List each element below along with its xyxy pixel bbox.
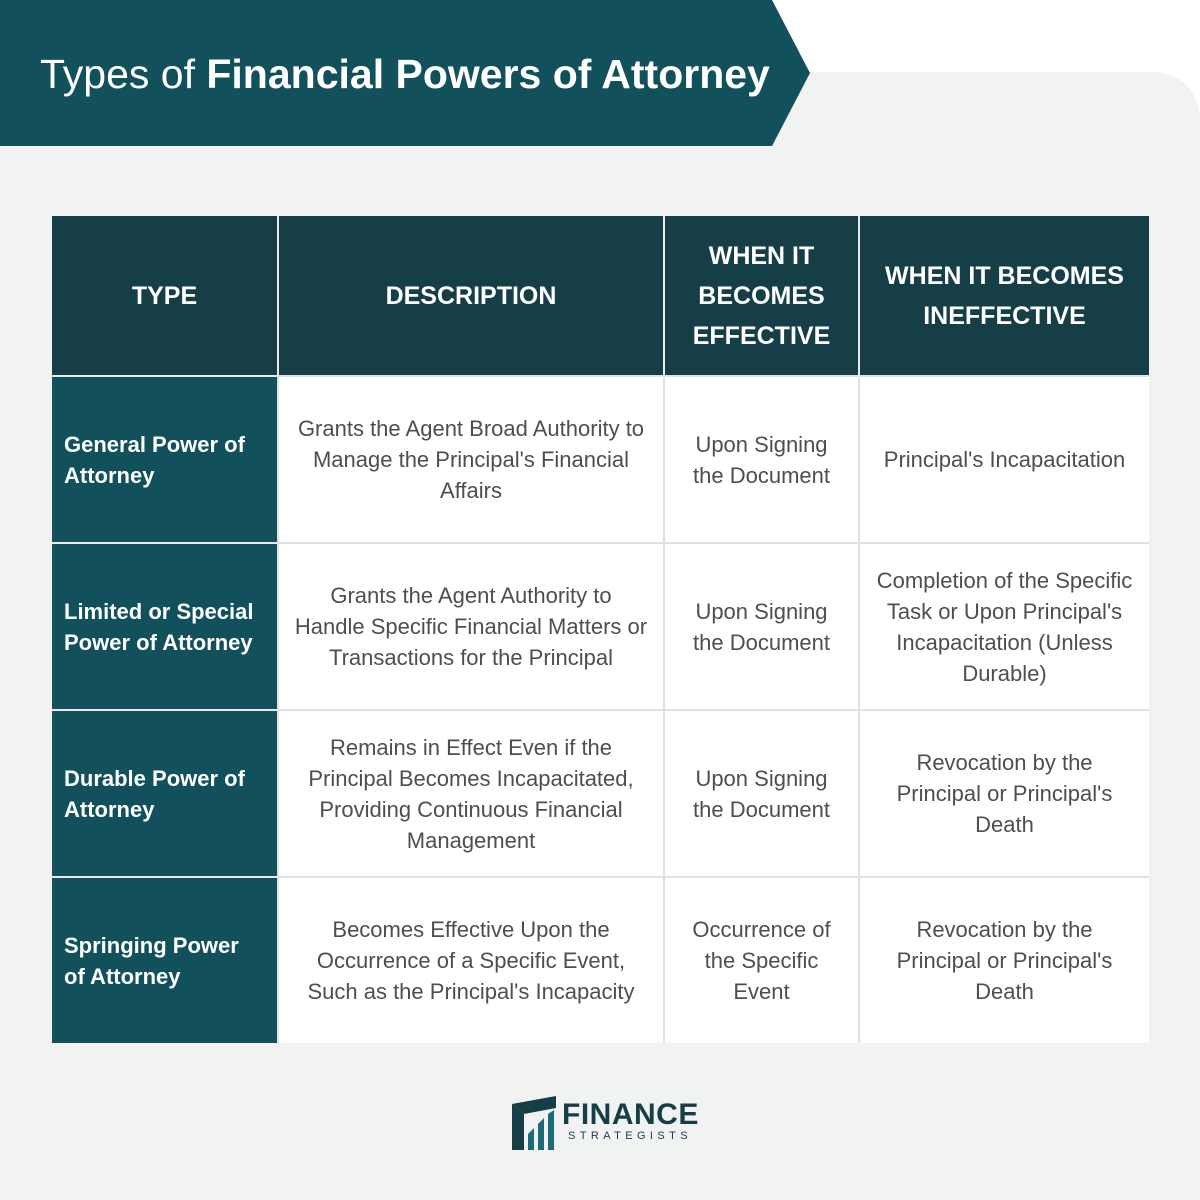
- finance-strategists-logo: FINANCE STRATEGISTS: [510, 1094, 698, 1156]
- type-cell: Limited or Special Power of Attorney: [52, 542, 278, 710]
- ineffective-cell: Principal's Incapacitation: [858, 375, 1149, 543]
- effective-cell: Occurrence of the Specific Event: [663, 876, 859, 1043]
- type-cell: Springing Power of Attorney: [52, 876, 278, 1043]
- column-header-type: TYPE: [52, 216, 278, 376]
- finance-strategists-logo-mark-icon: [512, 1096, 556, 1150]
- description-cell: Grants the Agent Broad Authority to Mana…: [277, 375, 664, 543]
- ineffective-cell: Completion of the Specific Task or Upon …: [858, 542, 1149, 710]
- description-cell: Becomes Effective Upon the Occurrence of…: [277, 876, 664, 1043]
- title-light: Types of: [40, 51, 207, 97]
- table-row: Springing Power of Attorney Becomes Effe…: [52, 876, 1149, 1043]
- table-row: Limited or Special Power of Attorney Gra…: [52, 542, 1149, 710]
- type-cell: Durable Power of Attorney: [52, 709, 278, 877]
- logo-name: FINANCE: [562, 1098, 699, 1131]
- ineffective-cell: Revocation by the Principal or Principal…: [858, 709, 1149, 877]
- page-title: Types of Financial Powers of Attorney: [40, 48, 770, 100]
- header-row: TYPE DESCRIPTION WHEN IT BECOMES EFFECTI…: [52, 216, 1149, 376]
- table-row: General Power of Attorney Grants the Age…: [52, 375, 1149, 543]
- column-header-description: DESCRIPTION: [277, 216, 664, 376]
- title-bold: Financial Powers of Attorney: [206, 51, 770, 97]
- column-header-effective: WHEN IT BECOMES EFFECTIVE: [663, 216, 859, 376]
- type-cell: General Power of Attorney: [52, 375, 278, 543]
- effective-cell: Upon Signing the Document: [663, 375, 859, 543]
- description-cell: Grants the Agent Authority to Handle Spe…: [277, 542, 664, 710]
- effective-cell: Upon Signing the Document: [663, 542, 859, 710]
- ineffective-cell: Revocation by the Principal or Principal…: [858, 876, 1149, 1043]
- powers-of-attorney-table: TYPE DESCRIPTION WHEN IT BECOMES EFFECTI…: [52, 216, 1149, 1043]
- column-header-ineffective: WHEN IT BECOMES INEFFECTIVE: [858, 216, 1149, 376]
- logo-subtitle: STRATEGISTS: [568, 1130, 692, 1142]
- description-cell: Remains in Effect Even if the Principal …: [277, 709, 664, 877]
- table-row: Durable Power of Attorney Remains in Eff…: [52, 709, 1149, 877]
- effective-cell: Upon Signing the Document: [663, 709, 859, 877]
- title-banner: Types of Financial Powers of Attorney: [0, 0, 810, 146]
